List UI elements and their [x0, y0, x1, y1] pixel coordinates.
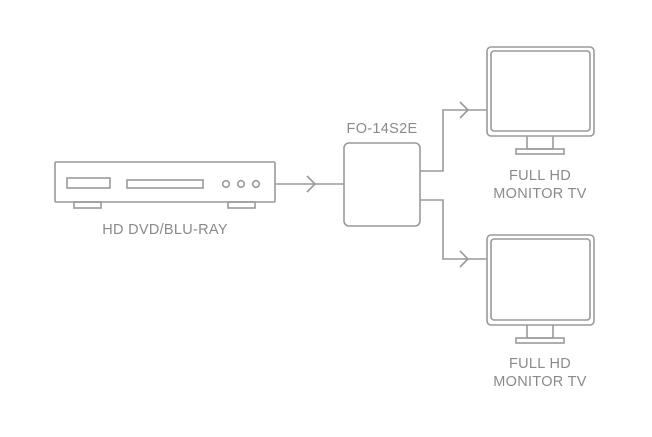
monitor-label-top-line2: MONITOR TV	[493, 186, 587, 202]
splitter-box-icon	[343, 142, 421, 227]
monitor-label-top-line1: FULL HD	[509, 168, 571, 184]
output-connection-arrow-bottom	[420, 199, 487, 268]
disc-player-icon	[54, 161, 276, 209]
monitor-label-bottom-line2: MONITOR TV	[493, 374, 587, 390]
output-connection-arrow-top	[420, 101, 487, 172]
monitor-icon	[486, 234, 595, 344]
input-connection-arrow	[275, 175, 344, 193]
monitor-label-bottom-line1: FULL HD	[509, 356, 571, 372]
splitter-label: FO-14S2E	[347, 121, 418, 137]
source-label: HD DVD/BLU-RAY	[102, 222, 228, 238]
monitor-icon	[486, 46, 595, 155]
